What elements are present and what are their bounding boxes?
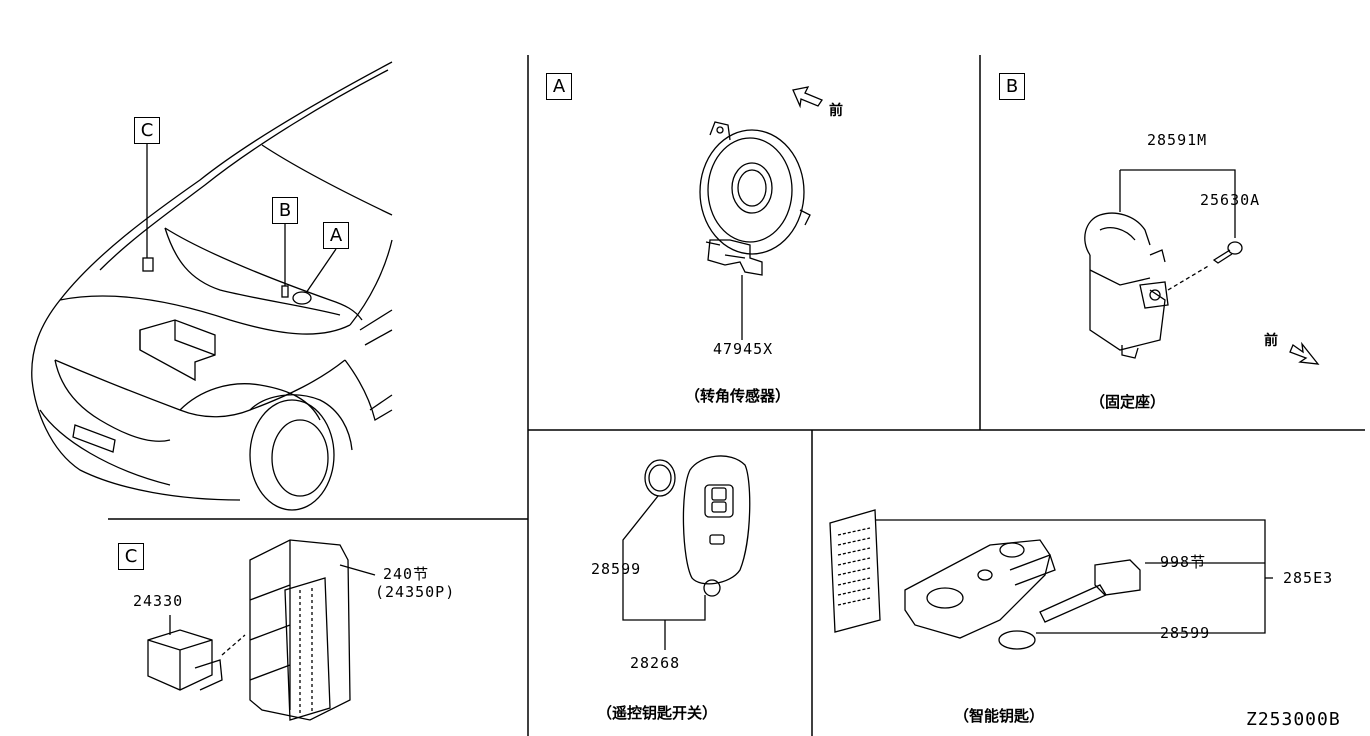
caption-bracket: （固定座） <box>1090 393 1166 411</box>
part-285e3: 285E3 <box>1283 569 1334 587</box>
smart-key-drawing <box>829 509 1273 650</box>
caption-smart-key: （智能钥匙） <box>954 707 1045 725</box>
steering-angle-sensor-drawing <box>699 121 811 340</box>
fuse-box-drawing <box>249 539 376 721</box>
front-label-a: 前 <box>829 103 843 119</box>
caption-remote-key: （遥控钥匙开关） <box>597 704 718 722</box>
part-47945x: 47945X <box>713 340 774 358</box>
panel-a-tag: A <box>546 73 572 100</box>
part-25630a: 25630A <box>1200 191 1261 209</box>
panel-b-tag: B <box>999 73 1025 100</box>
part-28599-remote: 28599 <box>591 560 642 578</box>
caption-steering-sensor: （转角传感器） <box>685 387 791 405</box>
front-arrow-b <box>1289 341 1320 365</box>
car-illustration <box>31 61 393 511</box>
callout-c: C <box>134 117 160 144</box>
part-28268: 28268 <box>630 654 681 672</box>
front-label-b: 前 <box>1264 333 1278 349</box>
bracket-drawing <box>1084 169 1243 359</box>
part-28599-smart: 28599 <box>1160 624 1211 642</box>
panel-c-tag: C <box>118 543 144 570</box>
diagram-id: Z253000B <box>1246 709 1341 730</box>
part-240: 240节 <box>383 565 430 583</box>
part-24350p: (24350P) <box>375 583 456 601</box>
remote-fob-drawing <box>622 455 751 650</box>
panel-dividers <box>108 55 1365 736</box>
part-24330: 24330 <box>133 592 184 610</box>
part-28591m: 28591M <box>1147 131 1208 149</box>
part-998: 998节 <box>1160 553 1207 571</box>
front-arrow-a <box>792 86 823 109</box>
callout-b: B <box>272 197 298 224</box>
relay-drawing <box>147 615 246 691</box>
callout-a: A <box>323 222 349 249</box>
